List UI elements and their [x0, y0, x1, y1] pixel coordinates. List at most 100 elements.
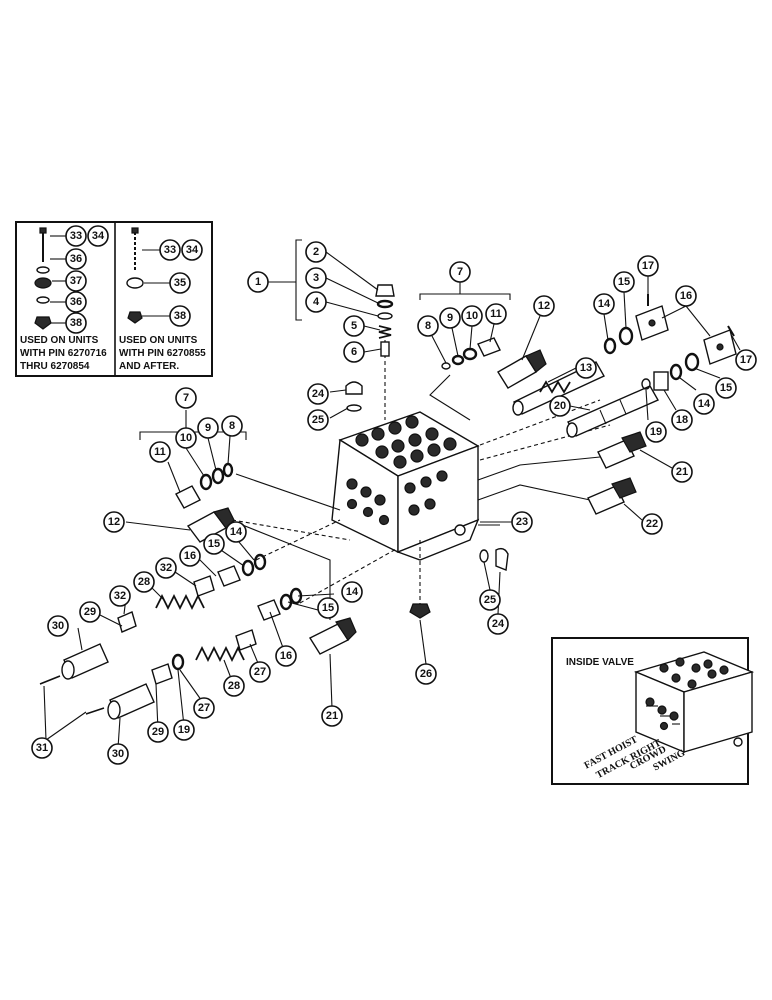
callout-6-label: 6: [351, 346, 357, 358]
callout-9-left-label: 9: [205, 422, 211, 434]
callout-29-upper: 29: [79, 601, 101, 623]
callout-17-right-label: 17: [740, 354, 752, 366]
callout-28-lower: 28: [223, 675, 245, 697]
callout-15-right-label: 15: [720, 382, 732, 394]
callout-25-lower-label: 25: [484, 594, 496, 606]
note-right-line-3: AND AFTER.: [119, 361, 179, 372]
callout-8-upper: 8: [417, 315, 439, 337]
callout-34-right-label: 34: [186, 244, 199, 256]
callout-28-lower-label: 28: [228, 680, 240, 692]
callout-32-lower-label: 32: [114, 590, 126, 602]
callout-8-upper-label: 8: [425, 320, 431, 332]
callout-19-right: 19: [645, 421, 667, 443]
callout-7-left: 7: [175, 387, 197, 409]
callout-15-center-label: 15: [322, 602, 334, 614]
callout-25-upper: 25: [307, 409, 329, 431]
callout-23: 23: [511, 511, 533, 533]
note-left-line-3: THRU 6270854: [20, 361, 90, 372]
callout-24-upper: 24: [307, 383, 329, 405]
callout-10-upper-label: 10: [466, 310, 478, 322]
callout-26: 26: [415, 663, 437, 685]
callout-30-upper: 30: [47, 615, 69, 637]
callout-15-right: 15: [715, 377, 737, 399]
callout-29-lower-label: 29: [152, 726, 164, 738]
callout-14-right: 14: [693, 393, 715, 415]
callout-19-left: 19: [173, 719, 195, 741]
callout-2-label: 2: [313, 246, 319, 258]
callout-36-left-lower-label: 36: [70, 296, 82, 308]
inset-valve-body: [633, 651, 755, 754]
callout-16-upper-label: 16: [680, 290, 692, 302]
callout-14-right-label: 14: [698, 398, 711, 410]
callout-18: 18: [671, 409, 693, 431]
bolt-stack-late: [126, 227, 170, 324]
relief-valve-right-22: [587, 477, 637, 515]
nut-26: [409, 603, 431, 619]
callout-7-upper: 7: [449, 261, 471, 283]
relief-valve-right-21: [597, 431, 647, 469]
callout-13: 13: [575, 357, 597, 379]
callout-14-left: 14: [225, 521, 247, 543]
callout-1: 1: [247, 271, 269, 293]
callout-35-label: 35: [174, 277, 186, 289]
callout-11-left: 11: [149, 441, 171, 463]
left-upper-valve-stack: [39, 553, 267, 685]
callout-17-upper: 17: [637, 255, 659, 277]
callout-37: 37: [65, 270, 87, 292]
callout-15-left-label: 15: [208, 538, 220, 550]
bolt-stack-early: [34, 227, 66, 330]
callout-25-lower: 25: [479, 589, 501, 611]
callout-21-center: 21: [321, 705, 343, 727]
relief-valve-upper: [497, 349, 547, 389]
valve-side-ports: [346, 470, 466, 536]
callout-27-lower-label: 27: [198, 702, 210, 714]
callout-10-upper: 10: [461, 305, 483, 327]
callout-30-lower: 30: [107, 743, 129, 765]
callout-22: 22: [641, 513, 663, 535]
callout-19-right-label: 19: [650, 426, 662, 438]
callout-33-right: 33: [159, 239, 181, 261]
callout-12-upper: 12: [533, 295, 555, 317]
callout-9-left: 9: [197, 417, 219, 439]
callout-10-left: 10: [175, 427, 197, 449]
callout-24-lower: 24: [487, 613, 509, 635]
callout-14-center: 14: [341, 581, 363, 603]
callout-32-upper-label: 32: [160, 562, 172, 574]
callout-13-label: 13: [580, 362, 592, 374]
main-valve-body: [331, 411, 480, 561]
callout-33-left: 33: [65, 225, 87, 247]
callout-33-right-label: 33: [164, 244, 176, 256]
callout-11-upper-label: 11: [490, 308, 502, 320]
callout-2: 2: [305, 241, 327, 263]
callout-7-left-label: 7: [183, 392, 189, 404]
callout-21-right: 21: [671, 461, 693, 483]
callout-32-lower: 32: [109, 585, 131, 607]
callout-14-upper-right: 14: [593, 293, 615, 315]
callout-38-left-label: 38: [70, 317, 82, 329]
callout-18-label: 18: [676, 414, 688, 426]
valve-top-ports: [355, 415, 457, 469]
callout-3-label: 3: [313, 272, 319, 284]
callout-35: 35: [169, 272, 191, 294]
callout-10-left-label: 10: [180, 432, 192, 444]
left-lower-valve-stack: [85, 587, 357, 720]
callout-16-left-label: 16: [184, 550, 196, 562]
callout-34-left: 34: [87, 225, 109, 247]
callout-32-upper: 32: [155, 557, 177, 579]
callout-8-left: 8: [221, 415, 243, 437]
callout-14-upper-right-label: 14: [598, 298, 611, 310]
callout-15-center: 15: [317, 597, 339, 619]
callout-12-upper-label: 12: [538, 300, 550, 312]
callout-30-lower-label: 30: [112, 748, 124, 760]
callout-24-upper-label: 24: [312, 388, 325, 400]
callout-28-upper-label: 28: [138, 576, 150, 588]
callout-3: 3: [305, 267, 327, 289]
callout-17-right: 17: [735, 349, 757, 371]
inside-valve-inset: INSIDE VALVE FAST HOIST TRACK RIGHT CROW…: [551, 637, 755, 785]
callout-15-left: 15: [203, 533, 225, 555]
callout-1-label: 1: [255, 276, 261, 288]
callout-25-upper-label: 25: [312, 414, 324, 426]
callout-27-upper-label: 27: [254, 666, 266, 678]
callout-24-lower-label: 24: [492, 618, 505, 630]
left-cap-group: [175, 462, 234, 509]
